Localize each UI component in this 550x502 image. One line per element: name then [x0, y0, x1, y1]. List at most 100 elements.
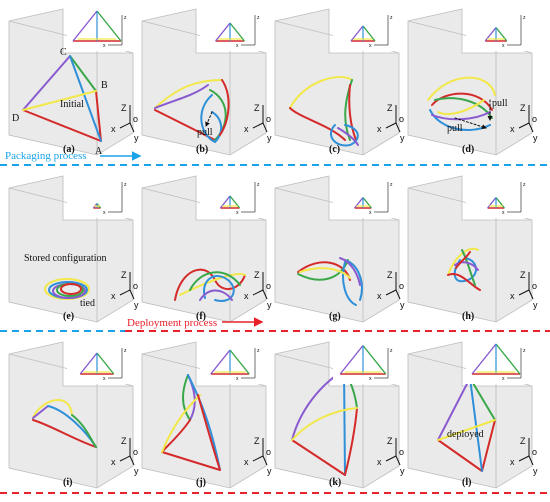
- axis-x-a: [119, 122, 131, 129]
- axis-y-d: [528, 122, 534, 133]
- stored-label: Stored configuration: [24, 253, 106, 264]
- axis-x-label-d: x: [510, 124, 515, 134]
- box-k: [274, 341, 400, 489]
- inset-right-h: [495, 197, 505, 209]
- inset-z-label-c: z: [390, 15, 393, 21]
- axis-y-label-i: y: [134, 466, 139, 476]
- inset-right-d: [495, 27, 508, 42]
- inset-left-b: [215, 22, 231, 42]
- axis-z-label-i: Z: [121, 436, 127, 446]
- panel-label-layer: (a)(b)(c)(d)(e)(f)(g)(h)(i)(j)(k)(l): [63, 144, 474, 488]
- inset-right-a: [96, 10, 122, 42]
- inset-z-label-d: z: [523, 15, 526, 21]
- box-g: [274, 175, 400, 323]
- inset-x-label-c: x: [369, 43, 372, 49]
- inset-right-c: [362, 25, 376, 42]
- axis-y-f: [262, 289, 268, 300]
- inset-left-a: [72, 10, 98, 42]
- axis-x-label-e: x: [111, 291, 116, 301]
- inset-left-f: [219, 195, 231, 209]
- axis-x-label-g: x: [377, 291, 382, 301]
- inset-left-d: [484, 27, 497, 42]
- axis-x-i: [119, 455, 131, 462]
- inset-bg-j: [200, 340, 264, 384]
- inset-right-k: [362, 345, 387, 375]
- axis-z-label-j: Z: [254, 436, 260, 446]
- axis-y-a: [129, 122, 135, 133]
- inset-left-i: [79, 352, 98, 375]
- inset-z-label-k: z: [390, 348, 393, 354]
- axis-y-label-j: y: [267, 466, 272, 476]
- axis-x-label-l: x: [510, 457, 515, 467]
- axis-x-j: [252, 455, 264, 462]
- panel-label-c: (c): [329, 144, 340, 155]
- axis-y-j: [262, 455, 268, 466]
- inset-x-label-k: x: [369, 376, 372, 382]
- axis-y-label-b: y: [267, 133, 272, 143]
- panel-label-e: (e): [63, 311, 74, 322]
- inset-x-label-f: x: [236, 210, 239, 216]
- axis-z-label-e: Z: [121, 270, 127, 280]
- inset-left-c: [350, 25, 364, 42]
- inset-z-label-e: z: [124, 182, 127, 188]
- inset-right-i: [96, 352, 115, 375]
- axis-o-label-i: o: [133, 447, 138, 457]
- inset-bg-h: [466, 174, 530, 218]
- axis-o-label-c: o: [399, 114, 404, 124]
- panel-g-structure: [297, 257, 363, 306]
- edge-da: [22, 109, 102, 142]
- axis-o-label-k: o: [399, 447, 404, 457]
- panel-label-i: (i): [63, 477, 72, 488]
- vertex-b-label: B: [101, 80, 108, 91]
- axis-x-label-b: x: [244, 124, 249, 134]
- axis-x-g: [385, 289, 397, 296]
- inset-bg-e: [67, 174, 131, 218]
- axis-z-label-l: Z: [520, 436, 526, 446]
- pull-label-b: pull: [197, 127, 213, 138]
- axis-x-e: [119, 289, 131, 296]
- panel-l-structure: [437, 377, 496, 472]
- axis-z-label-c: Z: [387, 103, 393, 113]
- axis-x-label-k: x: [377, 457, 382, 467]
- panel-j-structure: [161, 374, 221, 471]
- packaging-process-label: Packaging process: [5, 150, 87, 162]
- axis-y-label-l: y: [533, 466, 538, 476]
- inset-x-label-i: x: [103, 376, 106, 382]
- axis-x-label-c: x: [377, 124, 382, 134]
- deployed-label: deployed: [447, 429, 484, 440]
- axis-x-label-h: x: [510, 291, 515, 301]
- box-d: [407, 8, 533, 156]
- panel-f-structure: [174, 268, 246, 302]
- axis-z-label-h: Z: [520, 270, 526, 280]
- inset-z-label-j: z: [257, 348, 260, 354]
- inset-left-g: [354, 197, 364, 209]
- axis-x-label-f: x: [244, 291, 249, 301]
- axis-y-label-e: y: [134, 300, 139, 310]
- inset-right-b: [229, 22, 245, 42]
- axis-y-label-c: y: [400, 133, 405, 143]
- axis-z-label-d: Z: [520, 103, 526, 113]
- axis-x-l: [518, 455, 530, 462]
- axis-o-label-b: o: [266, 114, 271, 124]
- axis-y-label-g: y: [400, 300, 405, 310]
- axis-y-label-h: y: [533, 300, 538, 310]
- vertex-d-label: D: [12, 113, 19, 124]
- pull-label-d1: pull: [492, 98, 508, 109]
- axis-z-label-g: Z: [387, 270, 393, 280]
- inset-x-label-j: x: [236, 376, 239, 382]
- vertex-a-label: A: [95, 146, 103, 157]
- edge-db: [22, 90, 97, 111]
- inset-x-label-b: x: [236, 43, 239, 49]
- axis-y-g: [395, 289, 401, 300]
- edge-ca: [69, 55, 102, 142]
- edge-cb: [69, 55, 97, 92]
- panel-label-d: (d): [462, 144, 474, 155]
- axis-x-b: [252, 122, 264, 129]
- inset-left-j: [210, 349, 231, 375]
- axis-x-label-i: x: [111, 457, 116, 467]
- panel-label-b: (b): [196, 144, 208, 155]
- panel-b-structure: [154, 79, 230, 144]
- inset-z-label-i: z: [124, 348, 127, 354]
- axis-y-c: [395, 122, 401, 133]
